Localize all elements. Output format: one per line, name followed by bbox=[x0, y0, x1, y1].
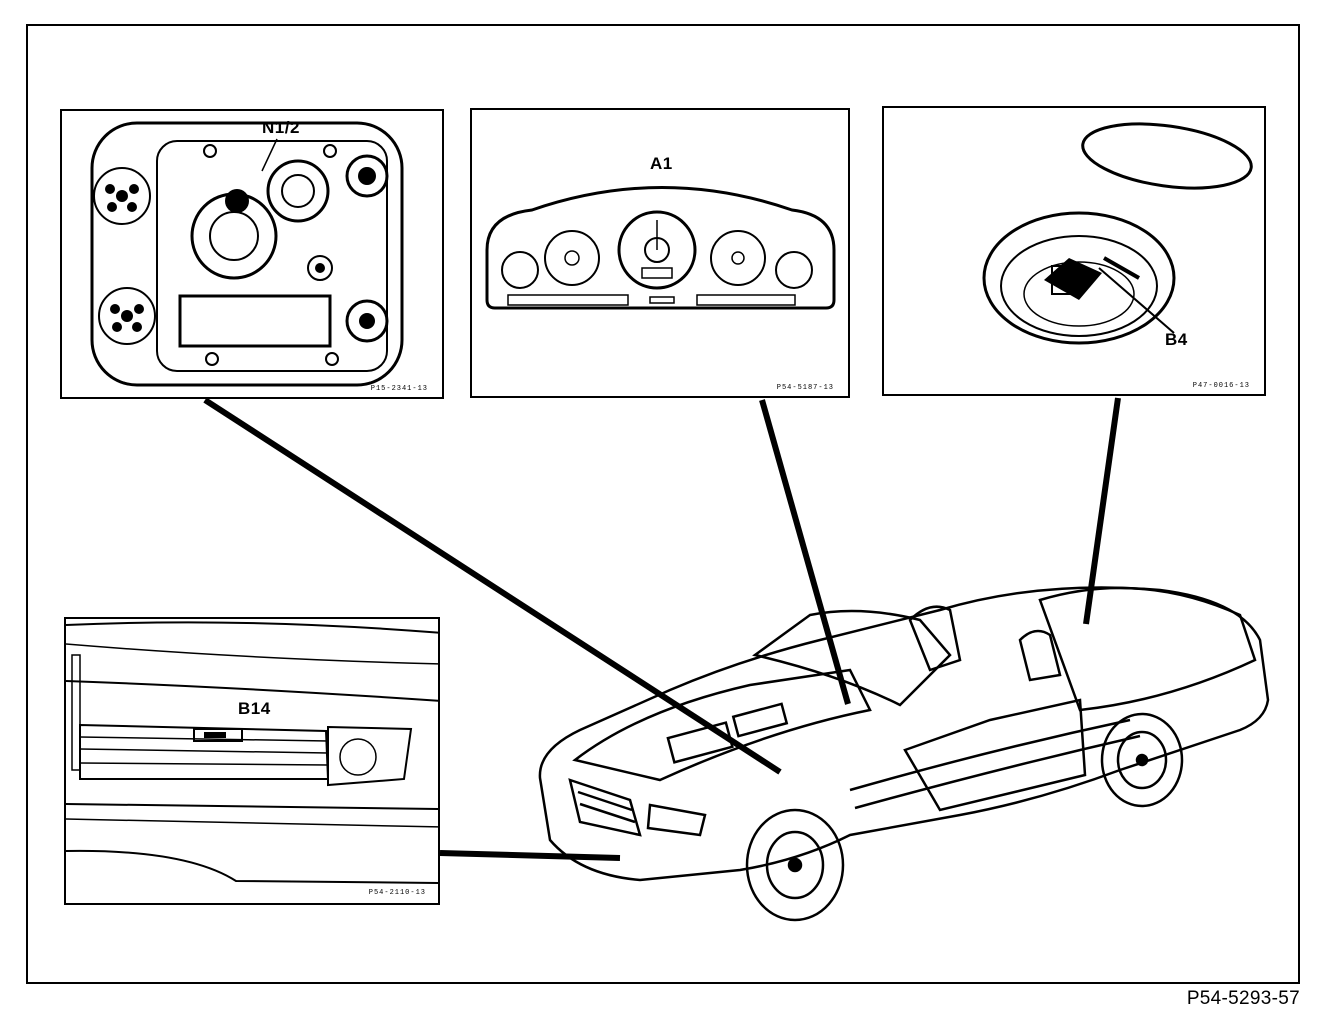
inset-steering-lock: N1/2 P15-2341-13 bbox=[60, 109, 444, 399]
leader-line-n1-2 bbox=[203, 397, 782, 775]
fuel-tank-sender-illustration bbox=[982, 122, 1253, 345]
inset-fuel-tank-sender: B4 P47-0016-13 bbox=[882, 106, 1266, 396]
leader-line-a1 bbox=[759, 399, 851, 705]
figure-number: P54-5293-57 bbox=[1186, 988, 1300, 1009]
label-b14: B14 bbox=[238, 699, 271, 718]
vehicle-rear-deck bbox=[1038, 586, 1257, 712]
instrument-cluster-illustration bbox=[485, 186, 836, 310]
figure-code-fuel-tank-sender: P47-0016-13 bbox=[1192, 382, 1250, 390]
leader-line-b14 bbox=[439, 850, 621, 861]
vehicle-rear-wheel bbox=[1100, 712, 1184, 808]
steering-lock-illustration bbox=[90, 121, 404, 387]
vehicle-hood bbox=[572, 668, 872, 782]
outside-temp-sensor-illustration bbox=[66, 621, 438, 884]
label-n1-2: N1/2 bbox=[262, 118, 300, 137]
label-a1: A1 bbox=[650, 154, 673, 173]
vehicle-body bbox=[538, 586, 1270, 882]
figure-code-instrument-cluster: P54-5187-13 bbox=[776, 384, 834, 392]
diagram-frame bbox=[26, 24, 1300, 984]
label-b4: B4 bbox=[1165, 330, 1188, 349]
vehicle-headlight bbox=[646, 803, 707, 837]
inset-instrument-cluster: A1 P54-5187-13 bbox=[470, 108, 850, 398]
figure-code-outside-temp-sensor: P54-2110-13 bbox=[368, 889, 426, 897]
vehicle-windshield bbox=[752, 609, 952, 707]
vehicle-grille bbox=[568, 778, 642, 837]
vehicle-seat bbox=[908, 605, 962, 672]
vehicle-front-wheel bbox=[745, 808, 845, 922]
vehicle-door bbox=[903, 698, 1087, 812]
inset-outside-temp-sensor: B14 P54-2110-13 bbox=[64, 617, 440, 905]
figure-code-steering-lock: P15-2341-13 bbox=[370, 385, 428, 393]
vehicle-illustration bbox=[538, 586, 1270, 922]
